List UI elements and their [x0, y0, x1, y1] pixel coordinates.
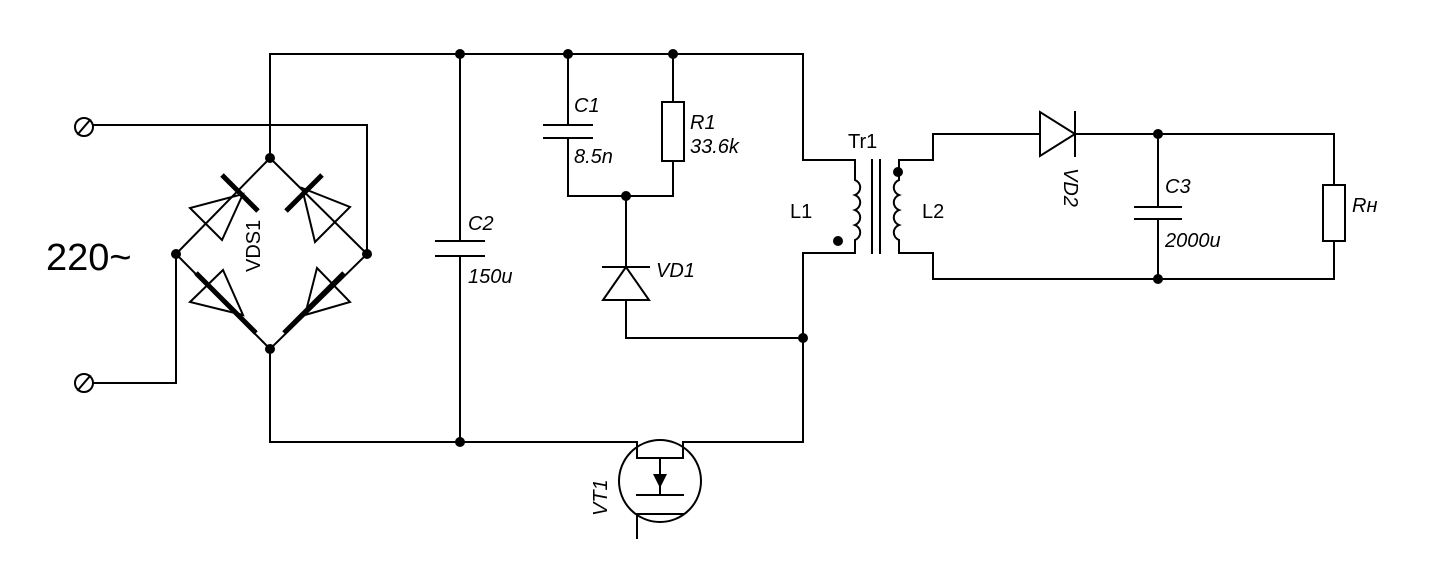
r1-value: 33.6k — [690, 136, 740, 158]
l1-label: L1 — [790, 201, 812, 223]
vd2-label: VD2 — [1059, 168, 1081, 207]
vd1-label: VD1 — [656, 260, 695, 282]
capacitor-c2 — [435, 240, 485, 257]
input-voltage-label: 220~ — [46, 237, 132, 279]
capacitor-c1 — [543, 124, 593, 139]
transformer-tr1 — [852, 133, 934, 280]
wire-secondary-bottom — [932, 240, 1335, 280]
c2-name: C2 — [468, 213, 494, 235]
wire-vd1 — [625, 195, 804, 339]
resistor-r1 — [661, 101, 685, 162]
l2-label: L2 — [922, 201, 944, 223]
c3-value: 2000u — [1164, 230, 1221, 252]
input-terminal-bottom — [74, 373, 94, 393]
diode-vd2 — [1039, 110, 1077, 158]
wire-input-top — [92, 124, 368, 255]
c1-name: C1 — [574, 95, 600, 117]
vt1-label: VT1 — [590, 479, 612, 516]
c2-value: 150u — [468, 266, 513, 288]
diode-vd1 — [601, 265, 651, 301]
input-terminal-top — [74, 117, 94, 137]
wire-drain — [682, 252, 856, 443]
wire-top-rail — [269, 53, 856, 161]
r1-name: R1 — [690, 112, 716, 134]
tr1-label: Tr1 — [848, 131, 877, 153]
capacitor-c3 — [1134, 206, 1182, 220]
mosfet-vt1 — [618, 439, 702, 539]
diode-bridge — [174, 156, 369, 351]
c3-name: C3 — [1165, 176, 1191, 198]
wire-bottom-rail — [269, 348, 638, 443]
bridge-label: VDS1 — [243, 220, 265, 272]
junction-dots — [171, 49, 1163, 447]
resistor-load — [1322, 184, 1346, 242]
load-label: Rн — [1352, 195, 1377, 217]
wire-secondary-top — [932, 133, 1335, 186]
wire-input-bottom — [92, 253, 177, 384]
c1-value: 8.5n — [574, 146, 613, 168]
wire-c1 — [567, 53, 674, 197]
